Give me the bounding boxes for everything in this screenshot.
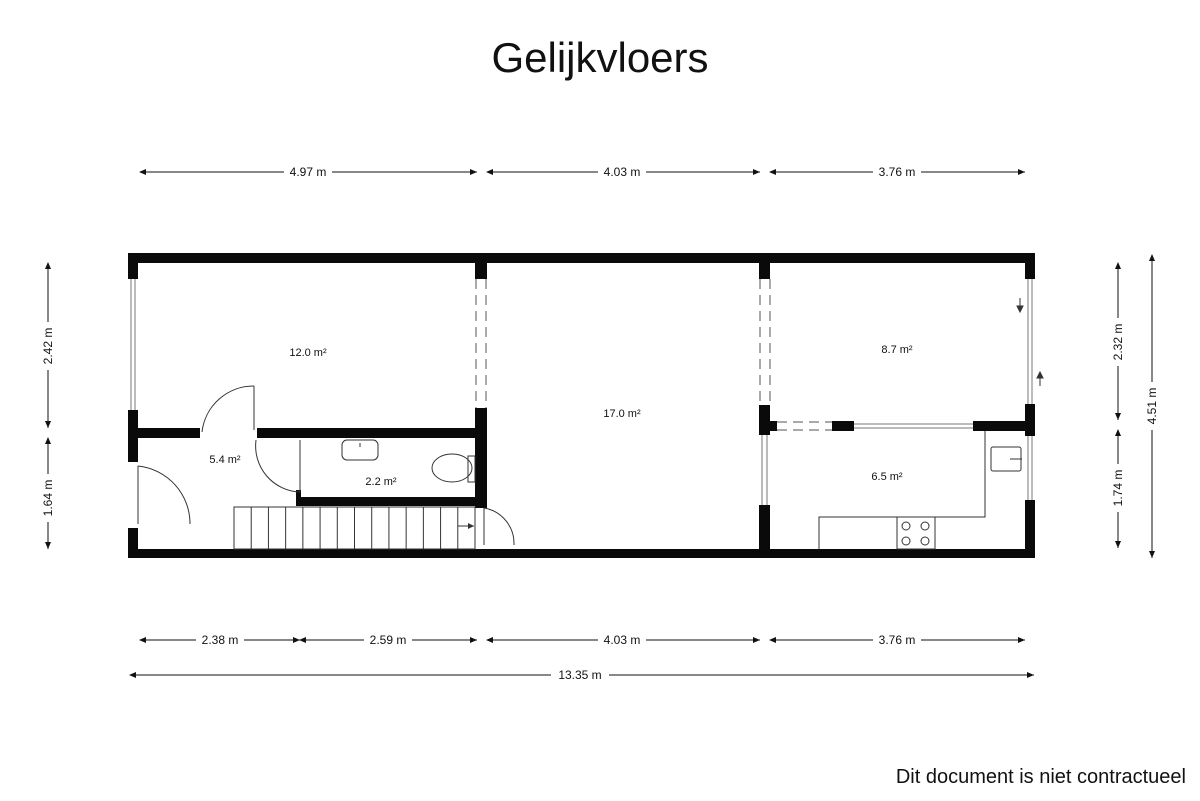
dim-top-1: 4.97 m	[290, 165, 327, 179]
left-dimensions: 2.42 m 1.64 m	[41, 262, 55, 549]
dim-bottom-2: 2.59 m	[370, 633, 407, 647]
room-area-kitchen: 6.5 m²	[871, 471, 903, 483]
room-area-living: 12.0 m²	[289, 347, 327, 359]
room-area-back: 8.7 m²	[881, 344, 913, 356]
dim-left-1: 2.42 m	[41, 328, 55, 365]
stair-treads	[250, 507, 459, 549]
dim-right-2: 1.74 m	[1111, 470, 1125, 507]
doors	[137, 385, 515, 546]
walls	[128, 253, 1035, 558]
room-labels: 12.0 m² 17.0 m² 8.7 m² 5.4 m² 2.2 m² 6.5…	[209, 344, 913, 488]
room-area-central: 17.0 m²	[603, 408, 641, 420]
windows	[130, 279, 1033, 505]
plan-title: Gelijkvloers	[491, 34, 709, 81]
window-direction-icons	[1016, 298, 1044, 386]
dim-total: 13.35 m	[558, 668, 601, 682]
room-area-hall: 5.4 m²	[209, 454, 241, 466]
dim-bottom-3: 4.03 m	[604, 633, 641, 647]
open-passages	[475, 279, 832, 431]
toilet-icon	[431, 453, 473, 483]
dim-left-2: 1.64 m	[41, 480, 55, 517]
stair-arrow-icon	[458, 523, 474, 529]
dim-top-3: 3.76 m	[879, 165, 916, 179]
dim-bottom-1: 2.38 m	[202, 633, 239, 647]
stove-icon	[896, 516, 936, 550]
right-dimensions: 2.32 m 1.74 m 4.51 m	[1111, 254, 1159, 558]
dim-right-1: 2.32 m	[1111, 324, 1125, 361]
disclaimer: Dit document is niet contractueel	[895, 766, 1186, 788]
sink-icon	[341, 439, 379, 461]
room-area-wc: 2.2 m²	[365, 476, 397, 488]
wc-fixtures	[341, 439, 476, 483]
dim-bottom-4: 3.76 m	[879, 633, 916, 647]
dim-right-total: 4.51 m	[1145, 388, 1159, 425]
kitchen-fixtures	[818, 431, 1022, 550]
top-dimensions: 4.97 m 4.03 m 3.76 m	[139, 165, 1025, 179]
bottom-dimensions: 2.38 m 2.59 m 4.03 m 3.76 m 13.35 m	[129, 633, 1034, 682]
dim-top-2: 4.03 m	[604, 165, 641, 179]
